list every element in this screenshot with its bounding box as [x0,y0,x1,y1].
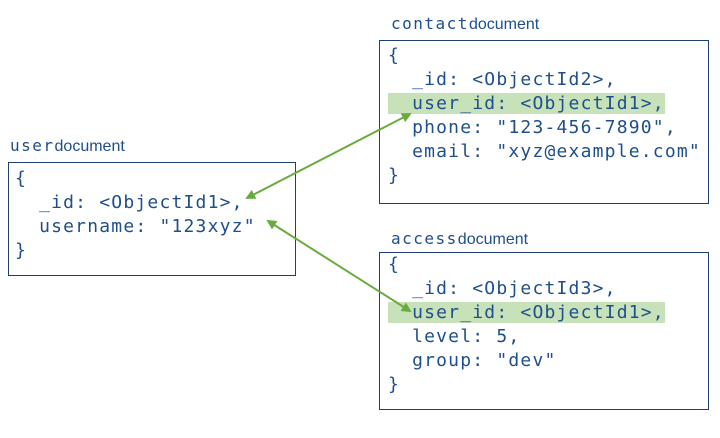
access-title-label: document [457,231,529,248]
contact-document-code: { _id: <ObjectId2>, user_id: <ObjectId1>… [388,44,701,188]
user-id-reference-highlight: user_id: <ObjectId1>, [388,302,665,323]
contact-document-box: { _id: <ObjectId2>, user_id: <ObjectId1>… [379,40,709,204]
code-line: username: "123xyz" [15,216,256,237]
user-document-title: userdocument [10,136,125,156]
contact-document-title: contactdocument [391,14,539,34]
code-line: level: 5, [388,326,521,347]
code-line: _id: <ObjectId1>, [15,192,244,213]
code-line: _id: <ObjectId3>, [388,278,617,299]
code-line: email: "xyz@example.com" [388,141,701,162]
code-line: group: "dev" [388,350,557,371]
contact-title-name: contact [391,14,469,33]
code-line: } [15,240,28,261]
user-id-reference-highlight: user_id: <ObjectId1>, [388,93,665,114]
code-line: } [388,374,401,395]
user-title-label: document [54,138,125,155]
contact-reference-arrow [245,113,412,199]
contact-title-label: document [468,16,540,33]
access-reference-arrow [266,219,412,313]
code-line: phone: "123-456-7890", [388,117,677,138]
access-document-box: { _id: <ObjectId3>, user_id: <ObjectId1>… [379,252,709,410]
user-title-name: user [10,136,55,155]
user-document-code: { _id: <ObjectId1>, username: "123xyz" } [15,167,256,263]
code-line: { [388,45,401,66]
code-line: _id: <ObjectId2>, [388,69,617,90]
code-line: { [15,168,28,189]
access-document-code: { _id: <ObjectId3>, user_id: <ObjectId1>… [388,253,665,397]
